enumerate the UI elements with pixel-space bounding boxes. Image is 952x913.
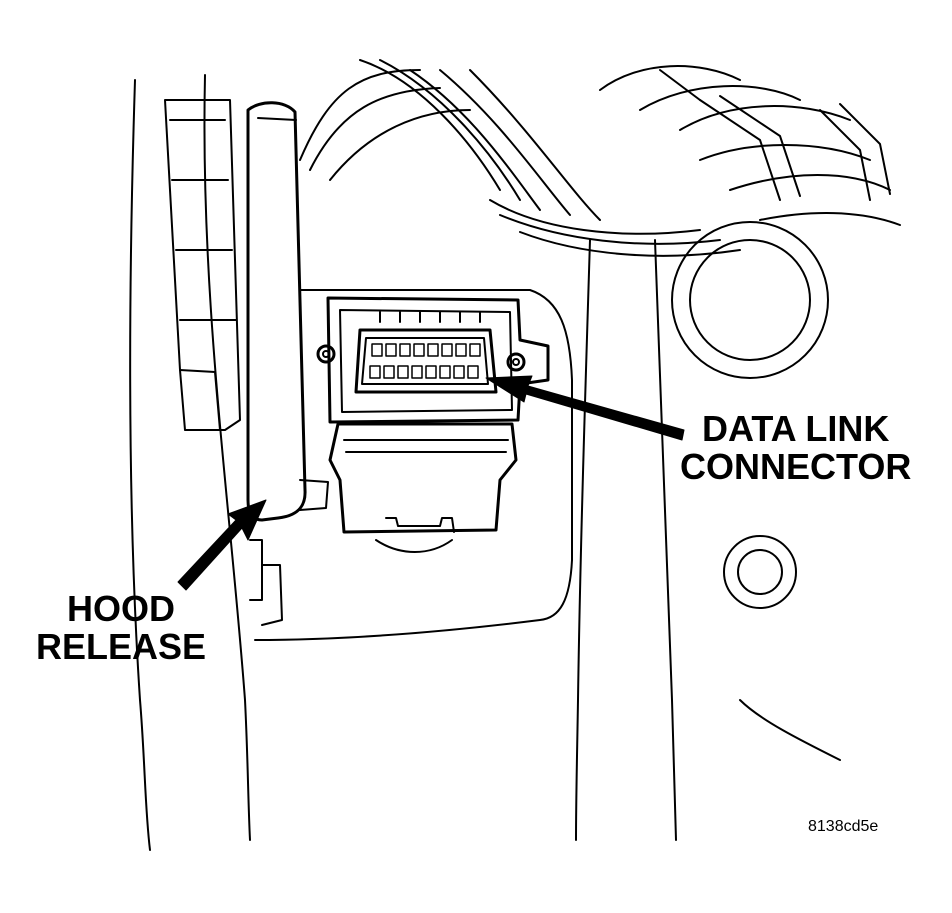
left-bracket bbox=[164, 99, 283, 626]
arrow-to-hood-release bbox=[177, 499, 267, 591]
callout-line: DATA LINK bbox=[702, 408, 890, 449]
arrow-to-connector bbox=[485, 375, 685, 441]
hood-release-callout: HOOD RELEASE bbox=[36, 590, 206, 666]
data-link-connector bbox=[316, 296, 550, 553]
callout-line: CONNECTOR bbox=[680, 446, 912, 487]
callout-arrows bbox=[177, 375, 685, 591]
figure-id: 8138cd5e bbox=[808, 818, 879, 835]
panel-outlines bbox=[129, 74, 841, 851]
callout-line: RELEASE bbox=[36, 626, 207, 667]
callout-line: HOOD bbox=[67, 588, 176, 629]
connector-pins bbox=[369, 343, 481, 379]
grommets bbox=[671, 221, 829, 609]
hood-release-handle bbox=[246, 101, 329, 522]
data-link-connector-callout: DATA LINK CONNECTOR bbox=[680, 410, 911, 486]
wiring-harness bbox=[299, 59, 901, 257]
